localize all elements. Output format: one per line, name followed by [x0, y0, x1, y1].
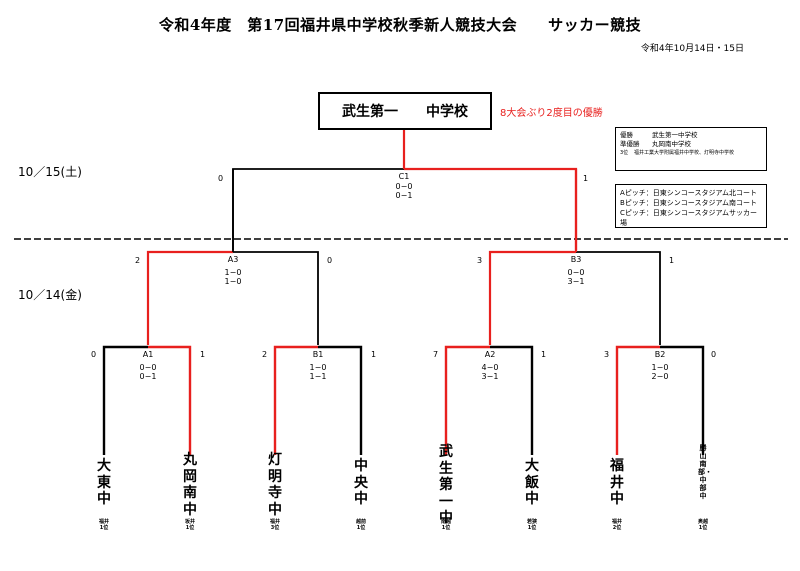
match-label: B3	[570, 255, 582, 264]
half-score-1: 0−0	[567, 267, 585, 277]
half-score-2: 0−1	[395, 191, 413, 201]
team-maruoka-minami-rank: 坂井1位	[185, 519, 196, 531]
third-teams: 福井工業大学附属福井中学校、灯明寺中学校	[634, 149, 735, 156]
day-label-oct15: 10／15(土)	[18, 165, 82, 179]
match-label: B1	[312, 350, 324, 359]
a2-right-score: 1	[541, 350, 547, 359]
pitch-c: Cピッチ：日東シンコースタジアムサッカー場	[620, 209, 758, 228]
half-score-2: 3−1	[567, 277, 585, 287]
match-c1: C1 0−0 0−1	[384, 172, 424, 201]
pitch-list: Aピッチ：日東シンコースタジアム北コート Bピッチ：日東シンコースタジアム南コー…	[615, 184, 767, 228]
results-box: 優勝 武生第一中学校 準優勝 丸岡南中学校 3位福井工業大学附属福井中学校、灯明寺中…	[615, 127, 767, 171]
team-takefu-daiichi-rank: 南越1位	[441, 519, 452, 531]
result-runner-up: 準優勝 丸岡南中学校	[620, 140, 762, 149]
match-b2: B2 1−0 2−0	[640, 350, 680, 382]
team-chuo: 中央中	[354, 458, 368, 508]
c1-left-line	[232, 168, 404, 250]
c1-right-line	[404, 167, 578, 250]
team-tomyoji: 灯明寺中	[268, 452, 282, 518]
b3-right-line	[576, 251, 661, 345]
half-score-1: 0−0	[395, 181, 413, 191]
half-score-1: 0−0	[139, 362, 157, 372]
result-winner: 優勝 武生第一中学校	[620, 131, 762, 140]
match-b1: B1 1−0 1−1	[298, 350, 338, 382]
half-score-2: 1−1	[309, 372, 327, 382]
team-katsuyama-rank: 奥越1位	[698, 519, 709, 531]
b1-right-line	[318, 345, 363, 455]
team-ohi: 大飯中	[525, 458, 539, 508]
half-score-1: 1−0	[309, 362, 327, 372]
team-fukui-rank: 福井2位	[612, 519, 623, 531]
half-score-2: 1−0	[224, 277, 242, 287]
a3-left-line	[146, 250, 233, 345]
match-label: C1	[398, 172, 410, 181]
team-takefu-daiichi: 武生第一中	[439, 444, 453, 527]
team-maruoka-minami: 丸岡南中	[183, 452, 197, 518]
a1-right-line	[148, 345, 192, 455]
a2-left-score: 7	[433, 350, 439, 359]
a1-left-score: 0	[91, 350, 97, 359]
a2-right-line	[490, 345, 534, 455]
champion-box: 武生第一 中学校	[318, 92, 492, 130]
result-third: 3位福井工業大学附属福井中学校、灯明寺中学校	[620, 150, 762, 157]
b3-left-line	[488, 250, 576, 345]
runner-up-team: 丸岡南中学校	[652, 140, 691, 149]
winner-team: 武生第一中学校	[652, 131, 698, 139]
a3-right-line	[233, 251, 319, 345]
half-score-2: 2−0	[651, 372, 669, 382]
page-title: 令和4年度 第17回福井県中学校秋季新人競技大会 サッカー競技	[158, 16, 642, 34]
b2-right-score: 0	[711, 350, 717, 359]
champion-note: 8大会ぶり2度目の優勝	[500, 108, 603, 119]
match-a3: A3 1−0 1−0	[213, 255, 253, 287]
match-label: B2	[654, 350, 666, 359]
b1-left-line	[273, 345, 318, 455]
a1-right-score: 1	[200, 350, 206, 359]
b3-right-score: 1	[669, 256, 675, 265]
half-score-2: 0−1	[139, 372, 157, 382]
pitch-a: Aピッチ：日東シンコースタジアム北コート	[620, 189, 757, 197]
a2-left-line	[444, 345, 490, 455]
pitch-b: Bピッチ：日東シンコースタジアム南コート	[620, 199, 757, 208]
winner-label: 優勝	[620, 131, 633, 139]
a1-left-line	[102, 345, 148, 455]
c1-right-score: 1	[583, 174, 589, 183]
event-date: 令和4年10月14日・15日	[640, 44, 744, 54]
match-a2: A2 4−0 3−1	[470, 350, 510, 382]
half-score-1: 1−0	[651, 362, 669, 372]
third-label: 3位	[620, 149, 629, 156]
runner-up-label: 準優勝	[620, 140, 640, 149]
b1-left-score: 2	[262, 350, 268, 359]
team-daito: 大東中	[97, 458, 111, 508]
match-label: A2	[484, 350, 496, 359]
a3-left-score: 2	[135, 256, 141, 265]
team-daito-rank: 福井1位	[99, 519, 110, 531]
team-fukui: 福井中	[610, 458, 624, 508]
half-score-1: 1−0	[224, 267, 242, 277]
b2-left-line	[615, 345, 660, 455]
b2-right-line	[660, 345, 705, 455]
day-label-oct14: 10／14(金)	[18, 288, 82, 302]
match-label: A1	[142, 350, 154, 359]
team-chuo-rank: 越前1位	[356, 519, 367, 531]
match-b3: B3 0−0 3−1	[556, 255, 596, 287]
match-label: A3	[227, 255, 239, 264]
match-a1: A1 0−0 0−1	[128, 350, 168, 382]
team-ohi-rank: 若狭1位	[527, 519, 538, 531]
b2-left-score: 3	[604, 350, 610, 359]
half-score-2: 3−1	[481, 372, 499, 382]
a3-right-score: 0	[327, 256, 333, 265]
b1-right-score: 1	[371, 350, 377, 359]
c1-left-score: 0	[218, 174, 224, 183]
half-score-1: 4−0	[481, 362, 499, 372]
team-tomyoji-rank: 福井3位	[270, 519, 281, 531]
team-katsuyama-nanbu-chubu: 勝山南部・中部中	[698, 444, 712, 501]
b3-left-score: 3	[477, 256, 483, 265]
